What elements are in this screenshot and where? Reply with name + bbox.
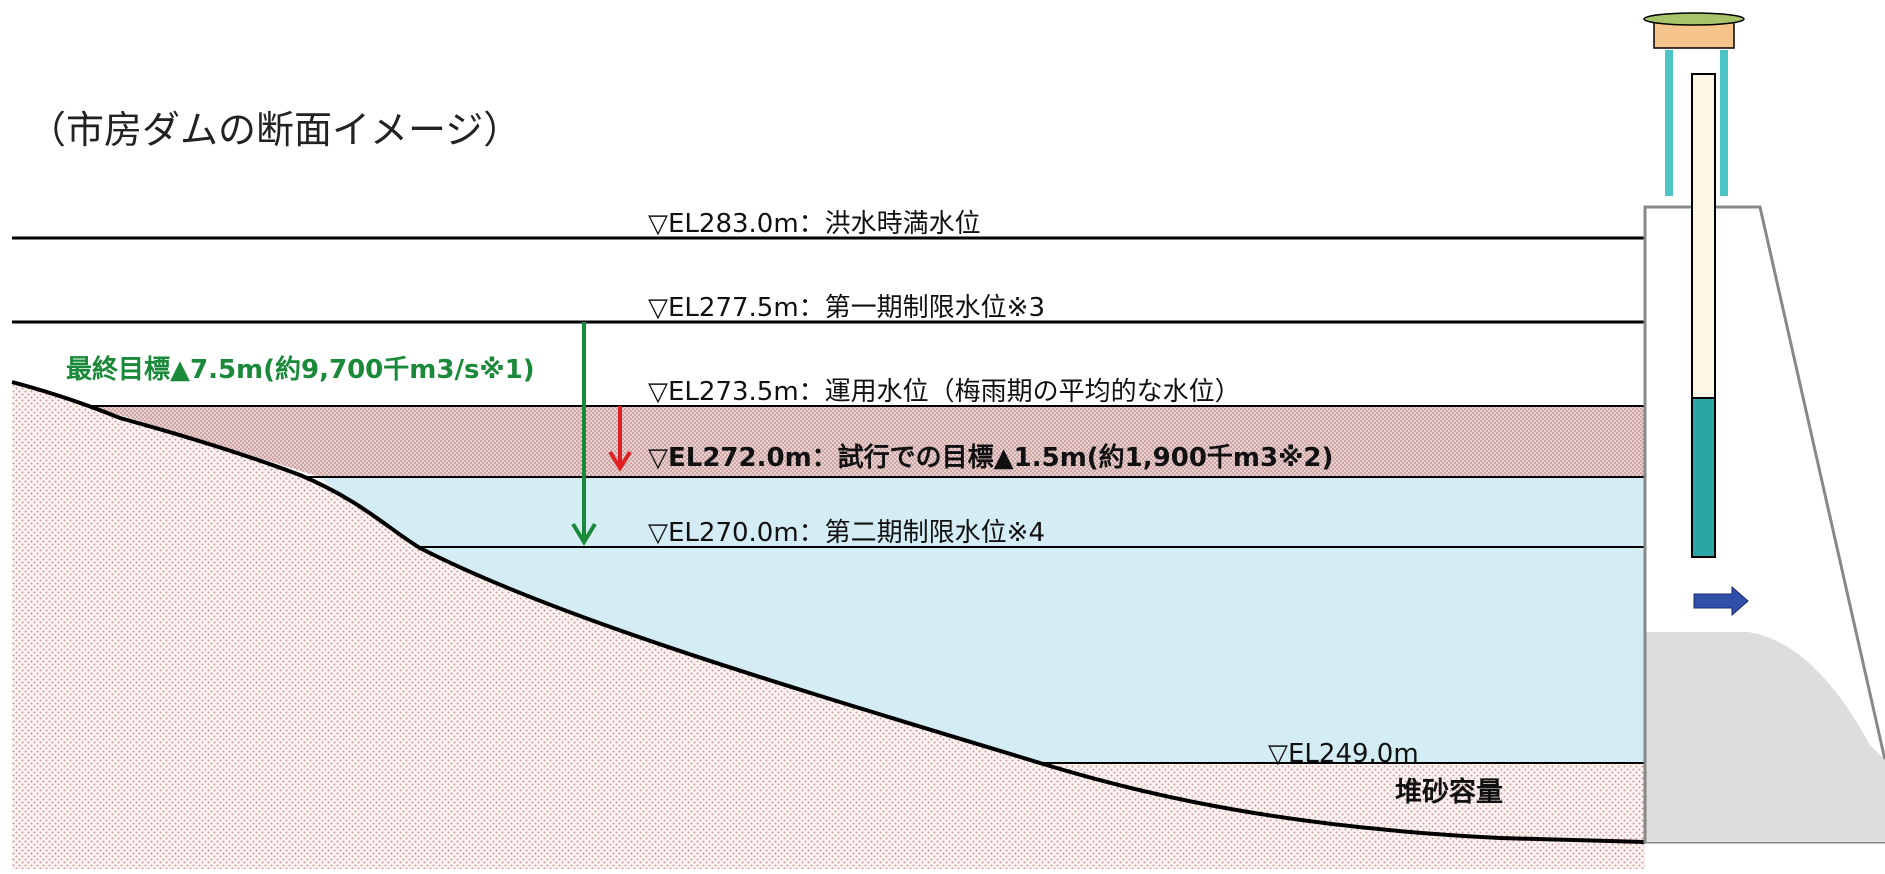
label-operation-level: ▽EL273.5m：運用水位（梅雨期の平均的な水位） bbox=[648, 377, 1241, 407]
ground-slope bbox=[12, 382, 1645, 869]
label-final-target: 最終目標▲7.5m(約9,700千m3/s※1) bbox=[66, 354, 535, 385]
label-sediment-level: ▽EL249.0m bbox=[1268, 739, 1419, 769]
label-trial-level: ▽EL272.0m：試行での目標▲1.5m(約1,900千m3※2) bbox=[648, 442, 1333, 473]
trial-drawdown-band bbox=[90, 406, 1645, 477]
page-title: （市房ダムの断面イメージ） bbox=[28, 108, 521, 152]
label-limit1-level: ▽EL277.5m：第一期制限水位※3 bbox=[648, 293, 1045, 323]
label-flood-level: ▽EL283.0m：洪水時満水位 bbox=[648, 209, 981, 239]
reservoir-water bbox=[320, 477, 1645, 763]
label-limit2-level: ▽EL270.0m：第二期制限水位※4 bbox=[648, 518, 1045, 548]
sediment-area bbox=[1040, 763, 1645, 842]
label-sediment-capacity: 堆砂容量 bbox=[1395, 776, 1503, 808]
dam-body bbox=[1645, 632, 1885, 842]
dam-structure bbox=[1643, 205, 1885, 844]
arrow-right-icon bbox=[1693, 585, 1749, 617]
ground-line bbox=[11, 380, 1646, 844]
intake-tower bbox=[1643, 12, 1745, 558]
arrow-down-icon bbox=[571, 322, 597, 546]
arrow-down-icon bbox=[608, 406, 632, 472]
